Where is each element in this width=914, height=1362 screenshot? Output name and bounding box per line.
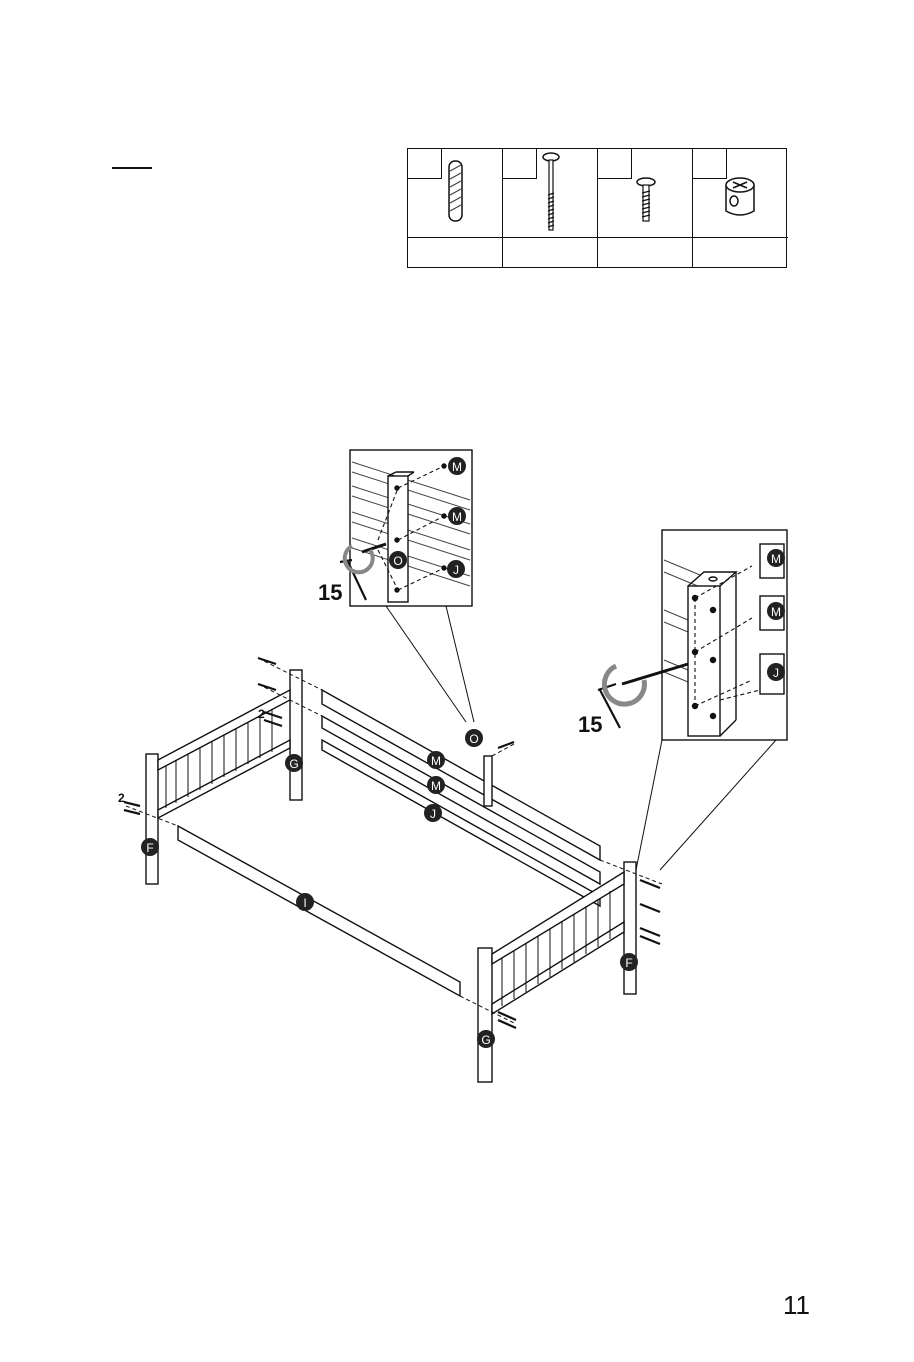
label-M-inset2-b: M xyxy=(767,602,785,620)
svg-text:J: J xyxy=(773,666,779,680)
svg-text:J: J xyxy=(430,807,436,821)
quantity-label-back: 2 xyxy=(258,707,265,721)
label-O-inset1: O xyxy=(389,551,407,569)
page-number: 11 xyxy=(783,1290,810,1321)
label-M-main-b: M xyxy=(427,776,445,794)
svg-text:G: G xyxy=(481,1033,490,1047)
svg-text:O: O xyxy=(393,554,402,568)
svg-text:M: M xyxy=(771,552,781,566)
label-F-right: F xyxy=(620,953,638,971)
label-M-inset1-b: M xyxy=(448,507,466,525)
label-J-inset2: J xyxy=(767,663,785,681)
svg-text:M: M xyxy=(431,754,441,768)
label-J-main: J xyxy=(424,804,442,822)
svg-text:M: M xyxy=(452,460,462,474)
label-M-inset1-a: M xyxy=(448,457,466,475)
tool-size-label-inset1: 15 xyxy=(318,580,342,605)
label-J-inset1: J xyxy=(447,560,465,578)
label-G-front: G xyxy=(477,1030,495,1048)
svg-text:G: G xyxy=(289,757,298,771)
label-O-main: O xyxy=(465,729,483,747)
svg-text:I: I xyxy=(303,896,306,910)
svg-text:M: M xyxy=(431,779,441,793)
tool-size-label-inset2: 15 xyxy=(578,712,602,737)
label-F-left: F xyxy=(141,838,159,856)
label-M-main-a: M xyxy=(427,751,445,769)
label-M-inset2-a: M xyxy=(767,549,785,567)
svg-text:M: M xyxy=(771,605,781,619)
label-G-back: G xyxy=(285,754,303,772)
label-I-front: I xyxy=(296,893,314,911)
svg-text:F: F xyxy=(146,841,153,855)
svg-text:O: O xyxy=(469,732,478,746)
svg-text:F: F xyxy=(625,956,632,970)
svg-text:M: M xyxy=(452,510,462,524)
quantity-label-left: 2 xyxy=(118,791,125,805)
svg-text:J: J xyxy=(453,563,459,577)
